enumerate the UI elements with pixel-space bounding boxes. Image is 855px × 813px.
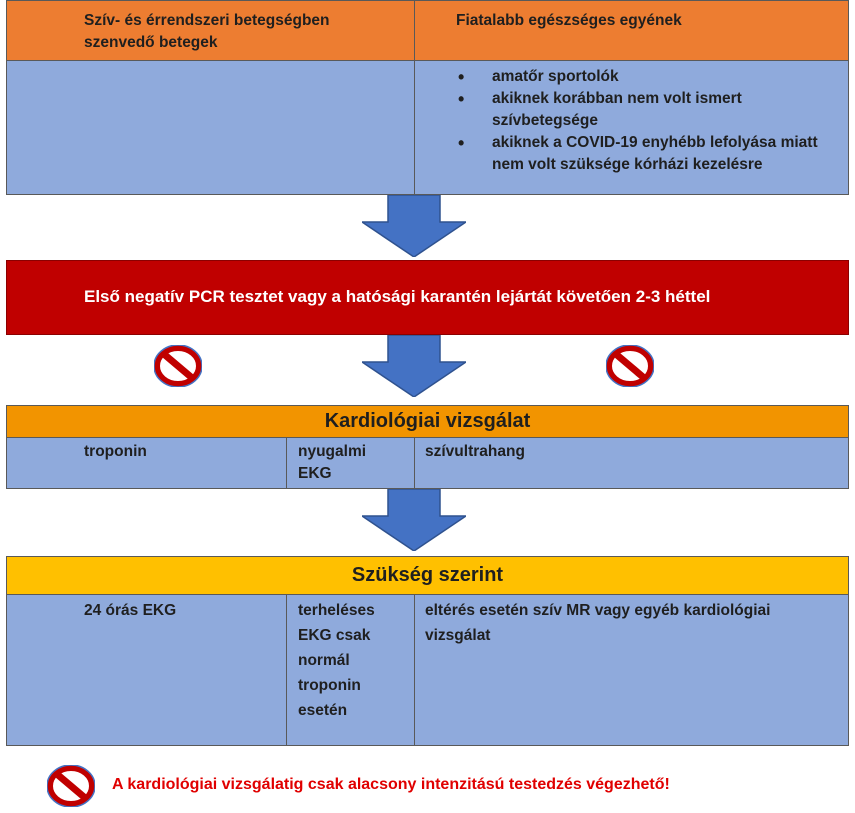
list-item: amatőr sportolók <box>456 66 841 88</box>
szukseg-col2: terheléses EKG csak normál troponin eset… <box>298 602 375 719</box>
szukseg-col1: 24 órás EKG <box>84 602 177 619</box>
warning-text: A kardiológiai vizsgálatig csak alacsony… <box>112 776 670 793</box>
pcr-text: Első negatív PCR tesztet vagy a hatósági… <box>84 287 711 306</box>
szukseg-header: Szükség szerint <box>6 556 849 595</box>
szukseg-body <box>6 594 849 746</box>
list-item-text: akiknek a COVID-19 enyhébb lefolyása mia… <box>492 134 818 173</box>
list-item: akiknek korábban nem volt ismert szívbet… <box>456 88 841 132</box>
list-item-text: amatőr sportolók <box>492 68 619 85</box>
down-arrow-icon <box>362 489 466 551</box>
top-divider <box>414 0 415 195</box>
kardio-divider-1 <box>286 437 287 489</box>
kardio-divider-2 <box>414 437 415 489</box>
top-left-title: Szív- és érrendszeri betegségben szenved… <box>84 12 330 51</box>
no-entry-icon <box>606 345 654 387</box>
top-right-title: Fiatalabb egészséges egyének <box>456 12 682 29</box>
kardio-col2: nyugalmi EKG <box>298 443 367 482</box>
down-arrow-icon <box>362 195 466 257</box>
kardio-header: Kardiológiai vizsgálat <box>6 405 849 438</box>
szukseg-col3: eltérés esetén szív MR vagy egyéb kardio… <box>425 602 771 644</box>
list-item-text: akiknek korábban nem volt ismert szívbet… <box>492 90 742 129</box>
no-entry-icon <box>154 345 202 387</box>
szukseg-title: Szükség szerint <box>351 564 504 586</box>
top-right-list: amatőr sportolók akiknek korábban nem vo… <box>456 66 841 176</box>
no-entry-icon <box>47 765 95 807</box>
kardio-title: Kardiológiai vizsgálat <box>324 410 531 432</box>
top-header-row <box>6 0 849 61</box>
down-arrow-icon <box>362 335 466 397</box>
szukseg-divider-2 <box>414 594 415 746</box>
szukseg-divider-1 <box>286 594 287 746</box>
list-item: akiknek a COVID-19 enyhébb lefolyása mia… <box>456 132 841 176</box>
kardio-col1: troponin <box>84 443 147 460</box>
kardio-col3: szívultrahang <box>425 443 525 460</box>
